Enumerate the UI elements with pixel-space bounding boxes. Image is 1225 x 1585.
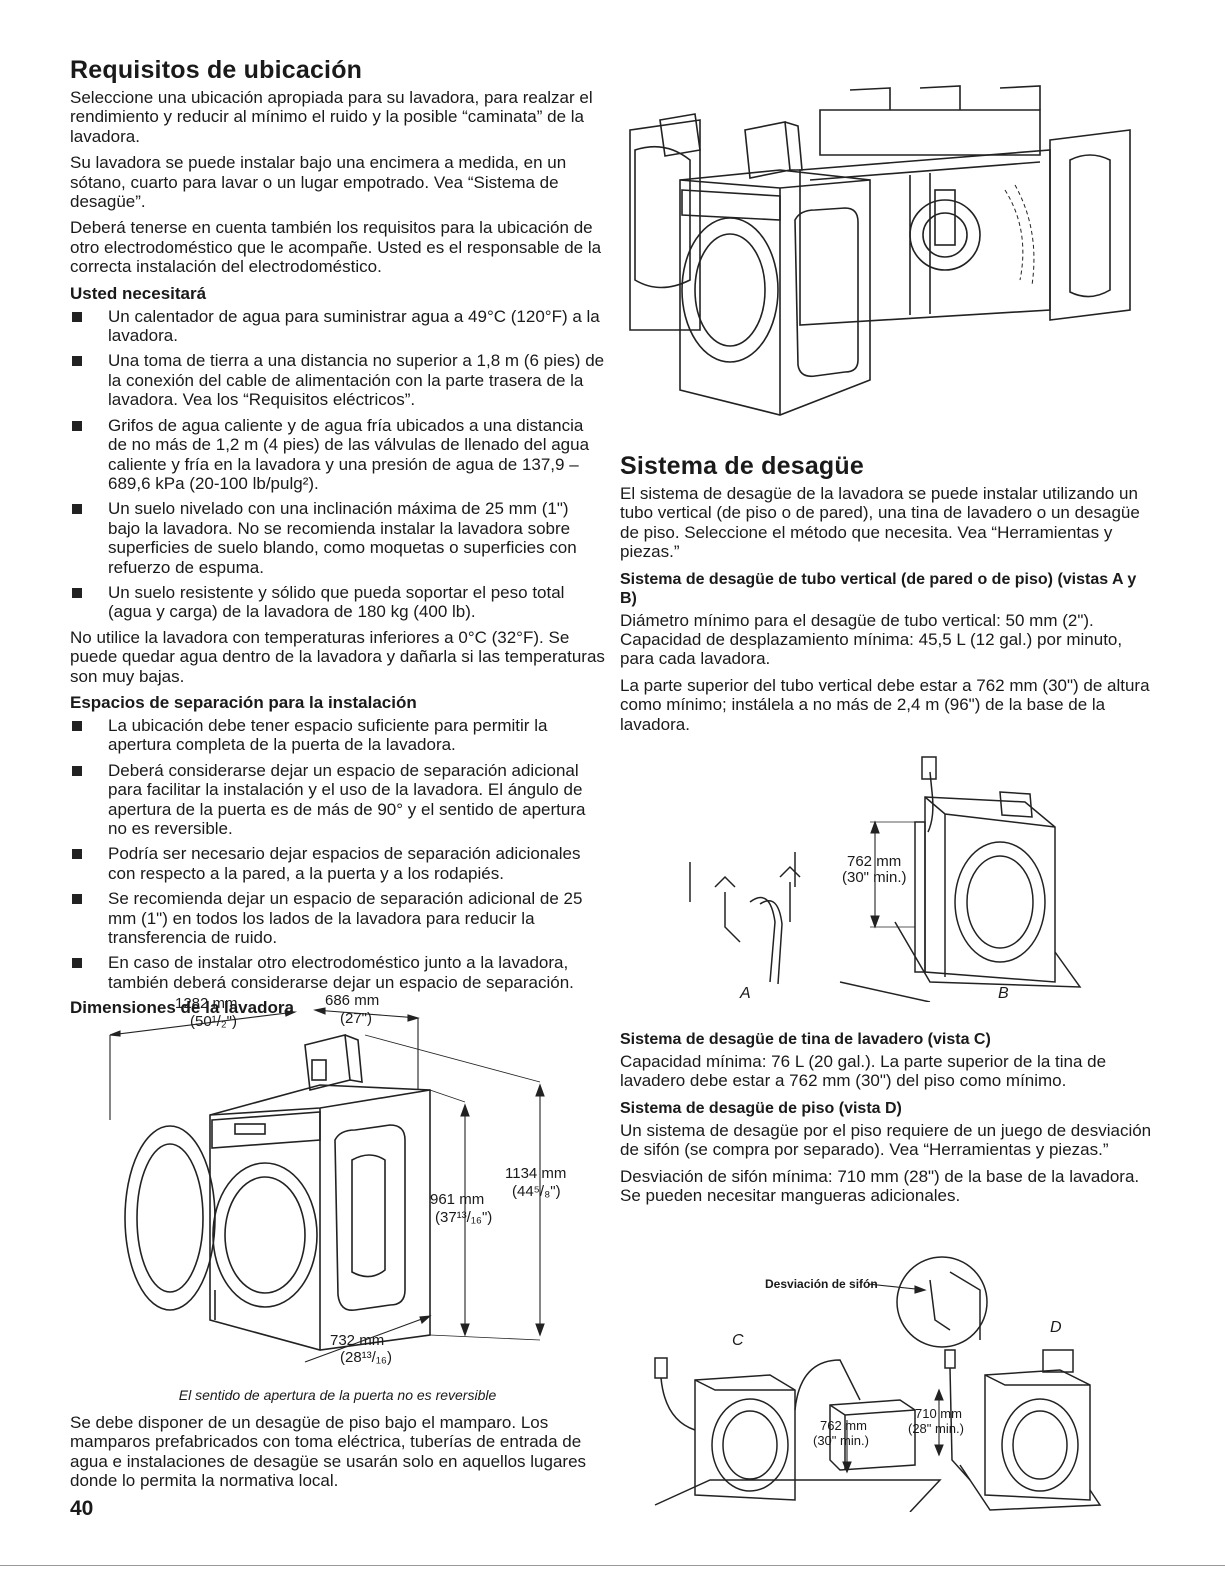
clearance-item: La ubicación debe tener espacio suficien… — [70, 716, 605, 755]
bulkhead-note: Se debe disponer de un desagüe de piso b… — [70, 1413, 587, 1491]
right-lower-column: Sistema de desagüe de tina de lavadero (… — [620, 1022, 1155, 1212]
depth-dimension-in: (27") — [340, 1010, 372, 1027]
siphon-break-label: Desviación de sifón — [765, 1277, 878, 1291]
square-bullet-icon — [72, 587, 82, 598]
clearance-list: La ubicación debe tener espacio suficien… — [70, 716, 605, 992]
page-number: 40 — [70, 1497, 94, 1520]
base-dimension-mm: 732 mm — [330, 1332, 384, 1349]
base-dimension-in: (28¹³/₁₆) — [340, 1349, 392, 1366]
needs-item: Un suelo nivelado con una inclinación má… — [70, 499, 605, 577]
intro-paragraph-3: Deberá tenerse en cuenta también los req… — [70, 218, 602, 277]
view-label-b: B — [998, 985, 1009, 1002]
square-bullet-icon — [72, 311, 82, 322]
bulkhead-note-block: Se debe disponer de un desagüe de piso b… — [70, 1413, 605, 1498]
square-bullet-icon — [72, 958, 82, 969]
washer-dimensions-figure: 1282 mm (50¹/₂") 686 mm (27") 1134 mm (4… — [100, 990, 600, 1382]
needs-item: Un calentador de agua para suministrar a… — [70, 307, 605, 346]
square-bullet-icon — [72, 720, 82, 731]
view-label-c: C — [732, 1332, 744, 1349]
needs-list: Un calentador de agua para suministrar a… — [70, 307, 605, 622]
view-labels-ab: A B — [739, 985, 1009, 1002]
clearance-heading: Espacios de separación para la instalaci… — [70, 692, 417, 712]
laundry-tub-heading: Sistema de desagüe de tina de lavadero (… — [620, 1031, 991, 1048]
standpipe-drawing: 762 mm (30" min.) — [689, 756, 1082, 1002]
tub-height-in: (30" min.) — [813, 1433, 869, 1448]
clearance-item: Deberá considerarse dejar un espacio de … — [70, 761, 605, 839]
laundromat-illustration — [620, 80, 1145, 425]
laundromat-drawing — [629, 85, 1131, 416]
washer-dimensions-drawing: 1282 mm (50¹/₂") 686 mm (27") 1134 mm (4… — [109, 992, 566, 1366]
clearance-item: En caso de instalar otro electrodoméstic… — [70, 953, 605, 992]
square-bullet-icon — [72, 765, 82, 776]
floor-drain-heading: Sistema de desagüe de piso (vista D) — [620, 1099, 902, 1117]
square-bullet-icon — [72, 894, 82, 905]
total-height-mm: 1134 mm — [505, 1165, 566, 1182]
tub-height-mm: 762 mm — [820, 1418, 867, 1433]
page-bottom-rule — [0, 1565, 1225, 1566]
standpipe-paragraph-1: Diámetro mínimo para el desagüe de tubo … — [620, 610, 1123, 669]
needs-heading: Usted necesitará — [70, 283, 207, 303]
clearance-item: Se recomienda dejar un espacio de separa… — [70, 889, 605, 947]
dimensions-heading: Dimensiones de la lavadora — [70, 998, 294, 1018]
standpipe-height-mm: 762 mm — [847, 853, 901, 870]
needs-item: Grifos de agua caliente y de agua fría u… — [70, 416, 605, 494]
square-bullet-icon — [72, 849, 82, 860]
floor-drain-paragraph-2: Desviación de sifón mínima: 710 mm (28")… — [620, 1166, 1140, 1206]
width-dimension-in: (50¹/₂") — [190, 1013, 237, 1030]
width-dimension-mm: 1282 mm — [175, 995, 238, 1012]
floor-drain-paragraph-1: Un sistema de desagüe por el piso requie… — [620, 1120, 1152, 1160]
right-column: Sistema de desagüe El sistema de desagüe… — [620, 452, 1155, 741]
drain-cd-drawing: Desviación de sifón C D 762 mm (30" min.… — [654, 1256, 1102, 1512]
square-bullet-icon — [72, 504, 82, 515]
depth-dimension-mm: 686 mm — [325, 992, 379, 1009]
standpipe-paragraph-2: La parte superior del tubo vertical debe… — [620, 675, 1150, 734]
square-bullet-icon — [72, 420, 82, 431]
left-column: Requisitos de ubicación Seleccione una u… — [70, 56, 605, 1021]
intro-paragraph-1: Seleccione una ubicación apropiada para … — [70, 88, 593, 146]
standpipe-figure-ab: 762 mm (30" min.) — [670, 752, 1090, 1002]
view-label-a: A — [739, 985, 751, 1002]
standpipe-heading: Sistema de desagüe de tubo vertical (de … — [620, 570, 1137, 607]
cabinet-height-in: (37¹³/₁₆") — [435, 1209, 492, 1226]
view-label-d: D — [1050, 1319, 1062, 1336]
siphon-height-mm: 710 mm — [915, 1406, 962, 1421]
cabinet-height-mm: 961 mm — [430, 1191, 484, 1208]
laundry-tub-paragraph: Capacidad mínima: 76 L (20 gal.). La par… — [620, 1052, 1107, 1091]
total-height-in: (44⁵/₈") — [512, 1183, 561, 1200]
siphon-height-in: (28" min.) — [908, 1421, 964, 1436]
drain-system-title: Sistema de desagüe — [620, 452, 864, 480]
figure-caption: El sentido de apertura de la puerta no e… — [178, 1387, 497, 1403]
drain-figure-cd: Desviación de sifón C D 762 mm (30" min.… — [650, 1250, 1105, 1512]
location-title: Requisitos de ubicación — [70, 56, 363, 84]
temperature-note: No utilice la lavadora con temperaturas … — [70, 627, 605, 686]
intro-paragraph-2: Su lavadora se puede instalar bajo una e… — [70, 153, 567, 212]
needs-item: Un suelo resistente y sólido que pueda s… — [70, 583, 605, 622]
square-bullet-icon — [72, 356, 82, 367]
needs-item: Una toma de tierra a una distancia no su… — [70, 351, 605, 409]
clearance-item: Podría ser necesario dejar espacios de s… — [70, 844, 605, 883]
drain-intro: El sistema de desagüe de la lavadora se … — [620, 484, 1140, 562]
standpipe-height-in: (30" min.) — [842, 869, 907, 886]
